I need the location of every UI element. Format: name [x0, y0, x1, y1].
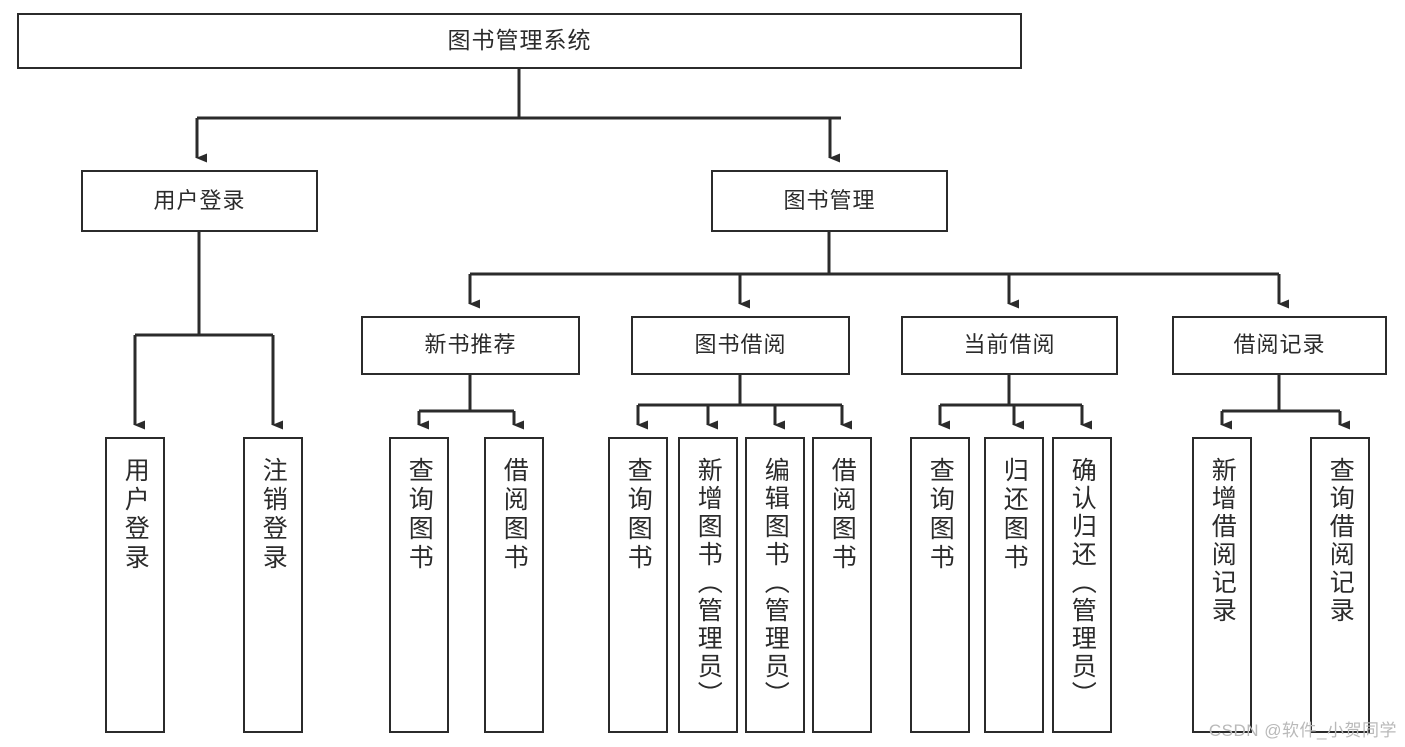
leaf-user-login-label: 用户登录: [121, 457, 150, 573]
leaf-confirm-return-admin-label: 确认归还（管理员）: [1068, 457, 1097, 709]
node-borrow-records[interactable]: 借阅记录: [1172, 316, 1387, 375]
leaf-logout[interactable]: 注销登录: [243, 437, 303, 733]
leaf-logout-label: 注销登录: [259, 457, 288, 573]
node-new-book-recommend-label: 新书推荐: [424, 332, 517, 358]
leaf-query-books-new[interactable]: 查询图书: [389, 437, 449, 733]
leaf-edit-book-admin[interactable]: 编辑图书（管理员）: [745, 437, 805, 733]
leaf-query-borrow-record-label: 查询借阅记录: [1326, 457, 1355, 625]
node-root[interactable]: 图书管理系统: [17, 13, 1022, 69]
node-book-management-label: 图书管理: [783, 187, 876, 213]
leaf-borrow-books[interactable]: 借阅图书: [812, 437, 872, 733]
leaf-borrow-books-new-label: 借阅图书: [500, 457, 529, 573]
node-borrow-records-label: 借阅记录: [1233, 332, 1326, 358]
leaf-add-borrow-record[interactable]: 新增借阅记录: [1192, 437, 1252, 733]
leaf-query-borrow-record[interactable]: 查询借阅记录: [1310, 437, 1370, 733]
leaf-query-books-borrow-label: 查询图书: [624, 457, 653, 573]
node-book-borrow-label: 图书借阅: [694, 332, 787, 358]
node-user-login[interactable]: 用户登录: [81, 170, 318, 232]
leaf-return-books-label: 归还图书: [1000, 457, 1029, 573]
leaf-confirm-return-admin[interactable]: 确认归还（管理员）: [1052, 437, 1112, 733]
leaf-add-book-admin-label: 新增图书（管理员）: [694, 457, 723, 709]
leaf-edit-book-admin-label: 编辑图书（管理员）: [761, 457, 790, 709]
leaf-query-books-new-label: 查询图书: [405, 457, 434, 573]
leaf-add-borrow-record-label: 新增借阅记录: [1208, 457, 1237, 625]
node-book-borrow[interactable]: 图书借阅: [631, 316, 850, 375]
leaf-query-books-borrow[interactable]: 查询图书: [608, 437, 668, 733]
leaf-query-books-current[interactable]: 查询图书: [910, 437, 970, 733]
leaf-return-books[interactable]: 归还图书: [984, 437, 1044, 733]
node-current-borrow-label: 当前借阅: [963, 332, 1056, 358]
leaf-add-book-admin[interactable]: 新增图书（管理员）: [678, 437, 738, 733]
leaf-query-books-current-label: 查询图书: [926, 457, 955, 573]
node-new-book-recommend[interactable]: 新书推荐: [361, 316, 580, 375]
leaf-borrow-books-new[interactable]: 借阅图书: [484, 437, 544, 733]
node-user-login-label: 用户登录: [153, 187, 246, 213]
node-book-management[interactable]: 图书管理: [711, 170, 948, 232]
leaf-user-login[interactable]: 用户登录: [105, 437, 165, 733]
node-root-label: 图书管理系统: [447, 27, 592, 54]
leaf-borrow-books-label: 借阅图书: [828, 457, 857, 573]
node-current-borrow[interactable]: 当前借阅: [901, 316, 1118, 375]
